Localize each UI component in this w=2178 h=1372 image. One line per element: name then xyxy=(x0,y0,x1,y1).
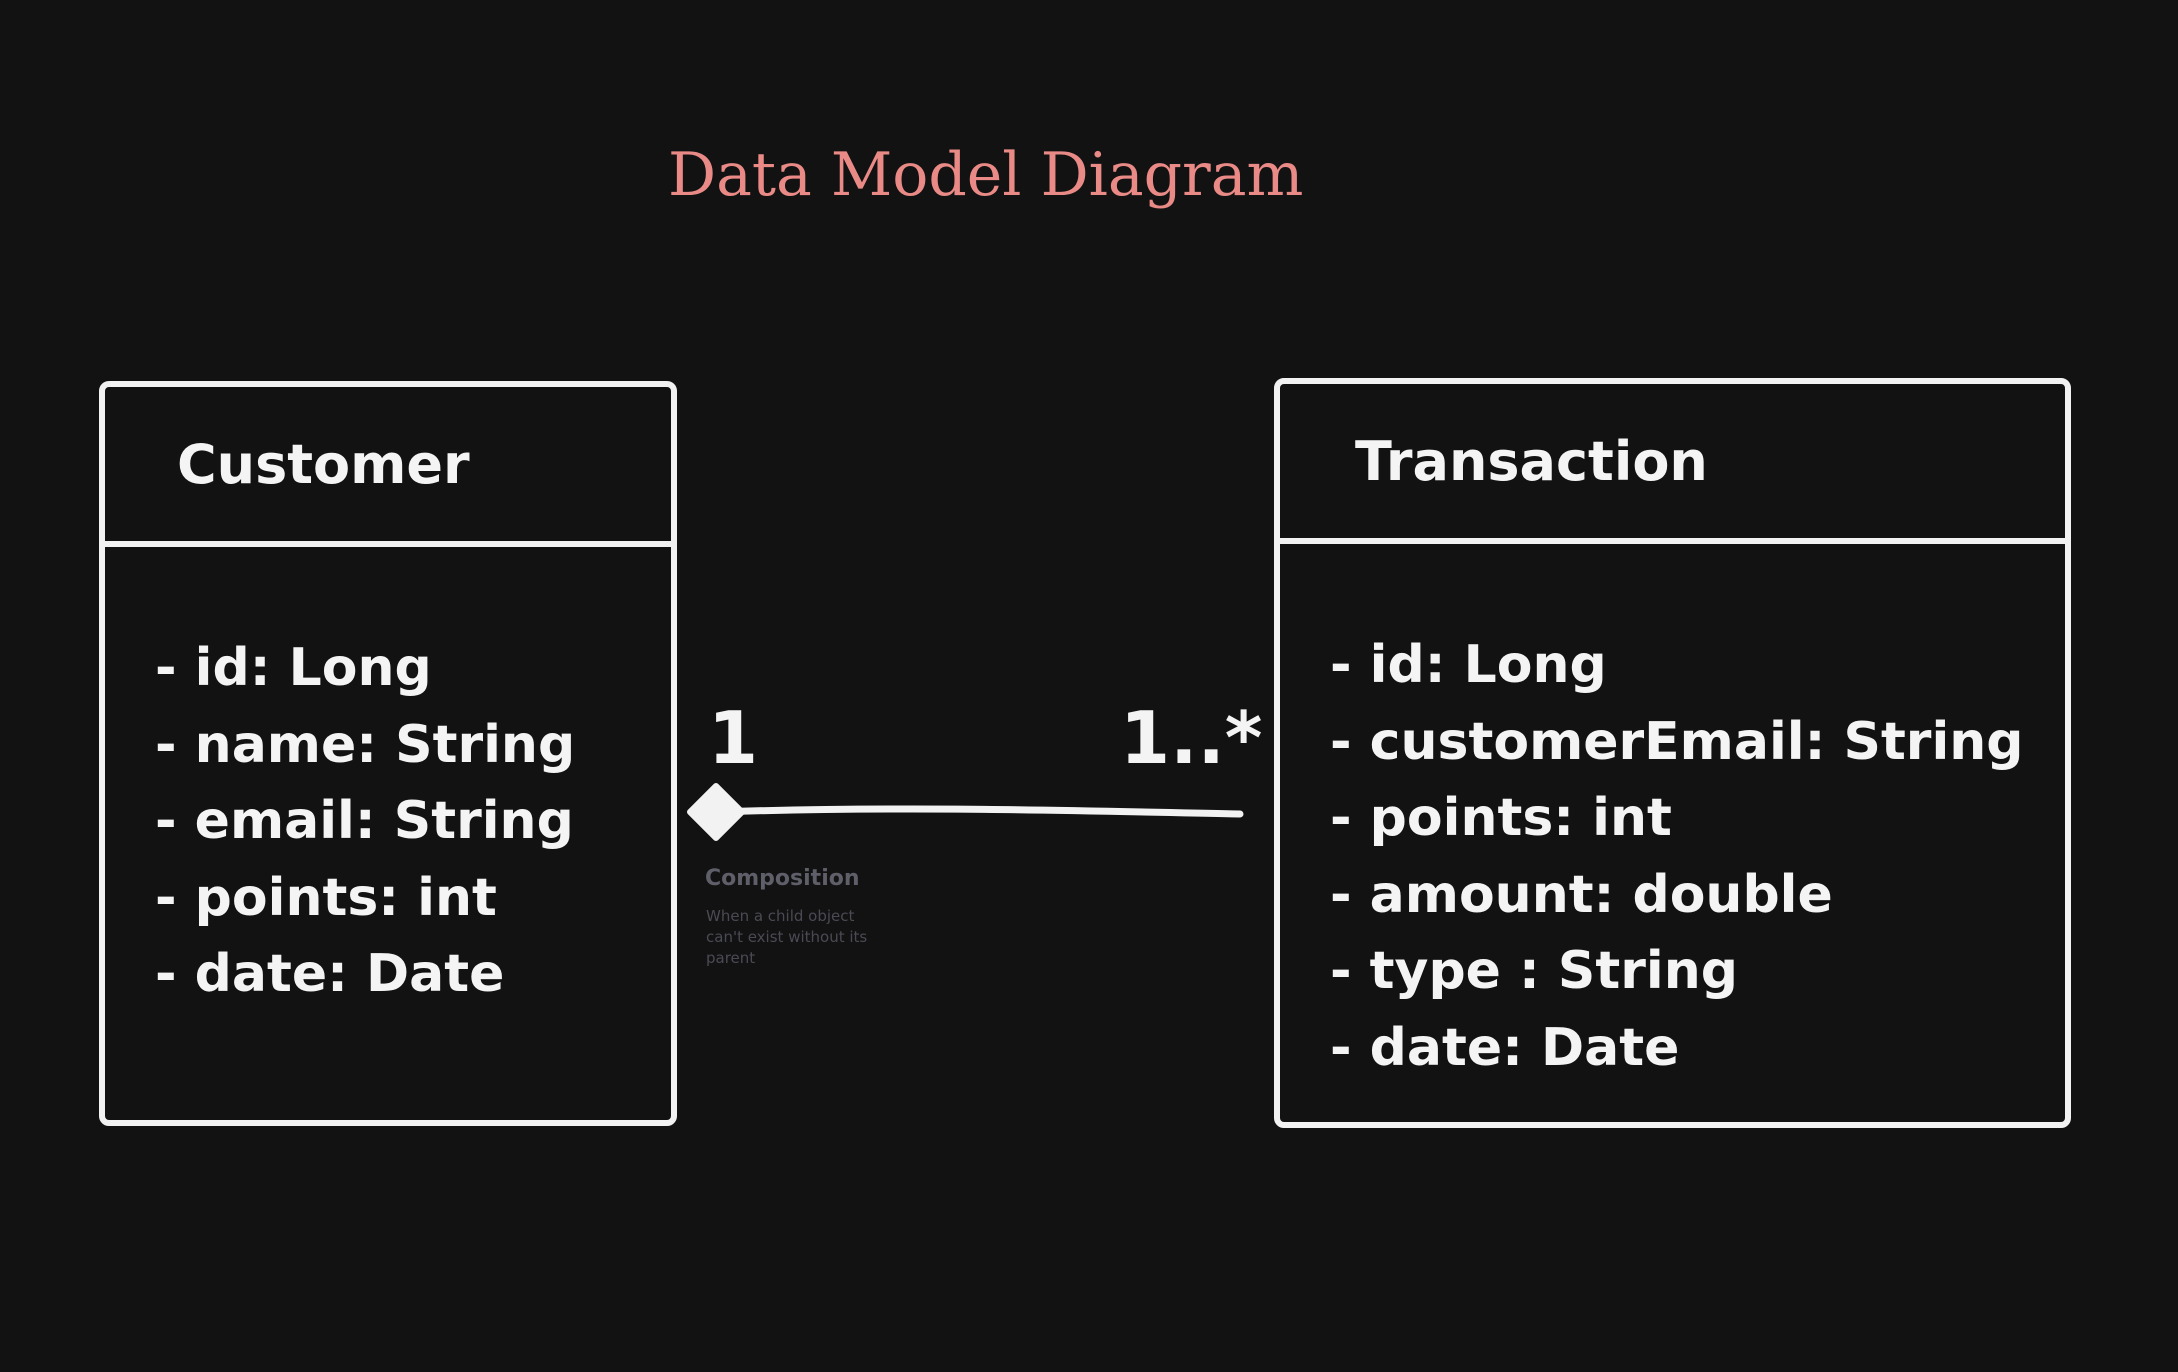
relationship-note-title: Composition xyxy=(705,866,860,891)
attribute-item: - type : String xyxy=(1330,941,1738,1001)
class-header-customer: Customer xyxy=(105,387,671,547)
class-name-transaction: Transaction xyxy=(1355,430,1708,493)
attribute-item: - customerEmail: String xyxy=(1330,711,2024,772)
attribute-item: - id: Long xyxy=(155,638,432,698)
attribute-list-customer: - id: Long - name: String - email: Strin… xyxy=(155,630,575,1013)
class-header-transaction: Transaction xyxy=(1280,384,2065,544)
diagram-title: Data Model Diagram xyxy=(668,140,1304,210)
composition-line xyxy=(712,805,1244,818)
class-box-transaction[interactable]: Transaction - id: Long - customerEmail: … xyxy=(1274,378,2071,1128)
attribute-list-transaction: - id: Long - customerEmail: String - poi… xyxy=(1330,627,2024,1086)
multiplicity-transaction: 1..* xyxy=(1120,696,1263,780)
attribute-item: - id: Long xyxy=(1330,635,1607,695)
relationship-note-text: When a child object can't exist without … xyxy=(706,907,868,967)
attribute-item: - date: Date xyxy=(1330,1017,1680,1078)
attribute-item: - name: String xyxy=(155,714,576,775)
composition-diamond-icon xyxy=(687,783,745,841)
multiplicity-customer: 1 xyxy=(708,696,759,780)
class-name-customer: Customer xyxy=(177,433,470,496)
class-box-customer[interactable]: Customer - id: Long - name: String - ema… xyxy=(99,381,677,1126)
attribute-item: - points: int xyxy=(1330,788,1672,848)
attribute-item: - date: Date xyxy=(155,944,505,1004)
attribute-item: - amount: double xyxy=(1330,864,1833,925)
attribute-item: - email: String xyxy=(155,791,574,851)
attribute-item: - points: int xyxy=(155,867,497,928)
